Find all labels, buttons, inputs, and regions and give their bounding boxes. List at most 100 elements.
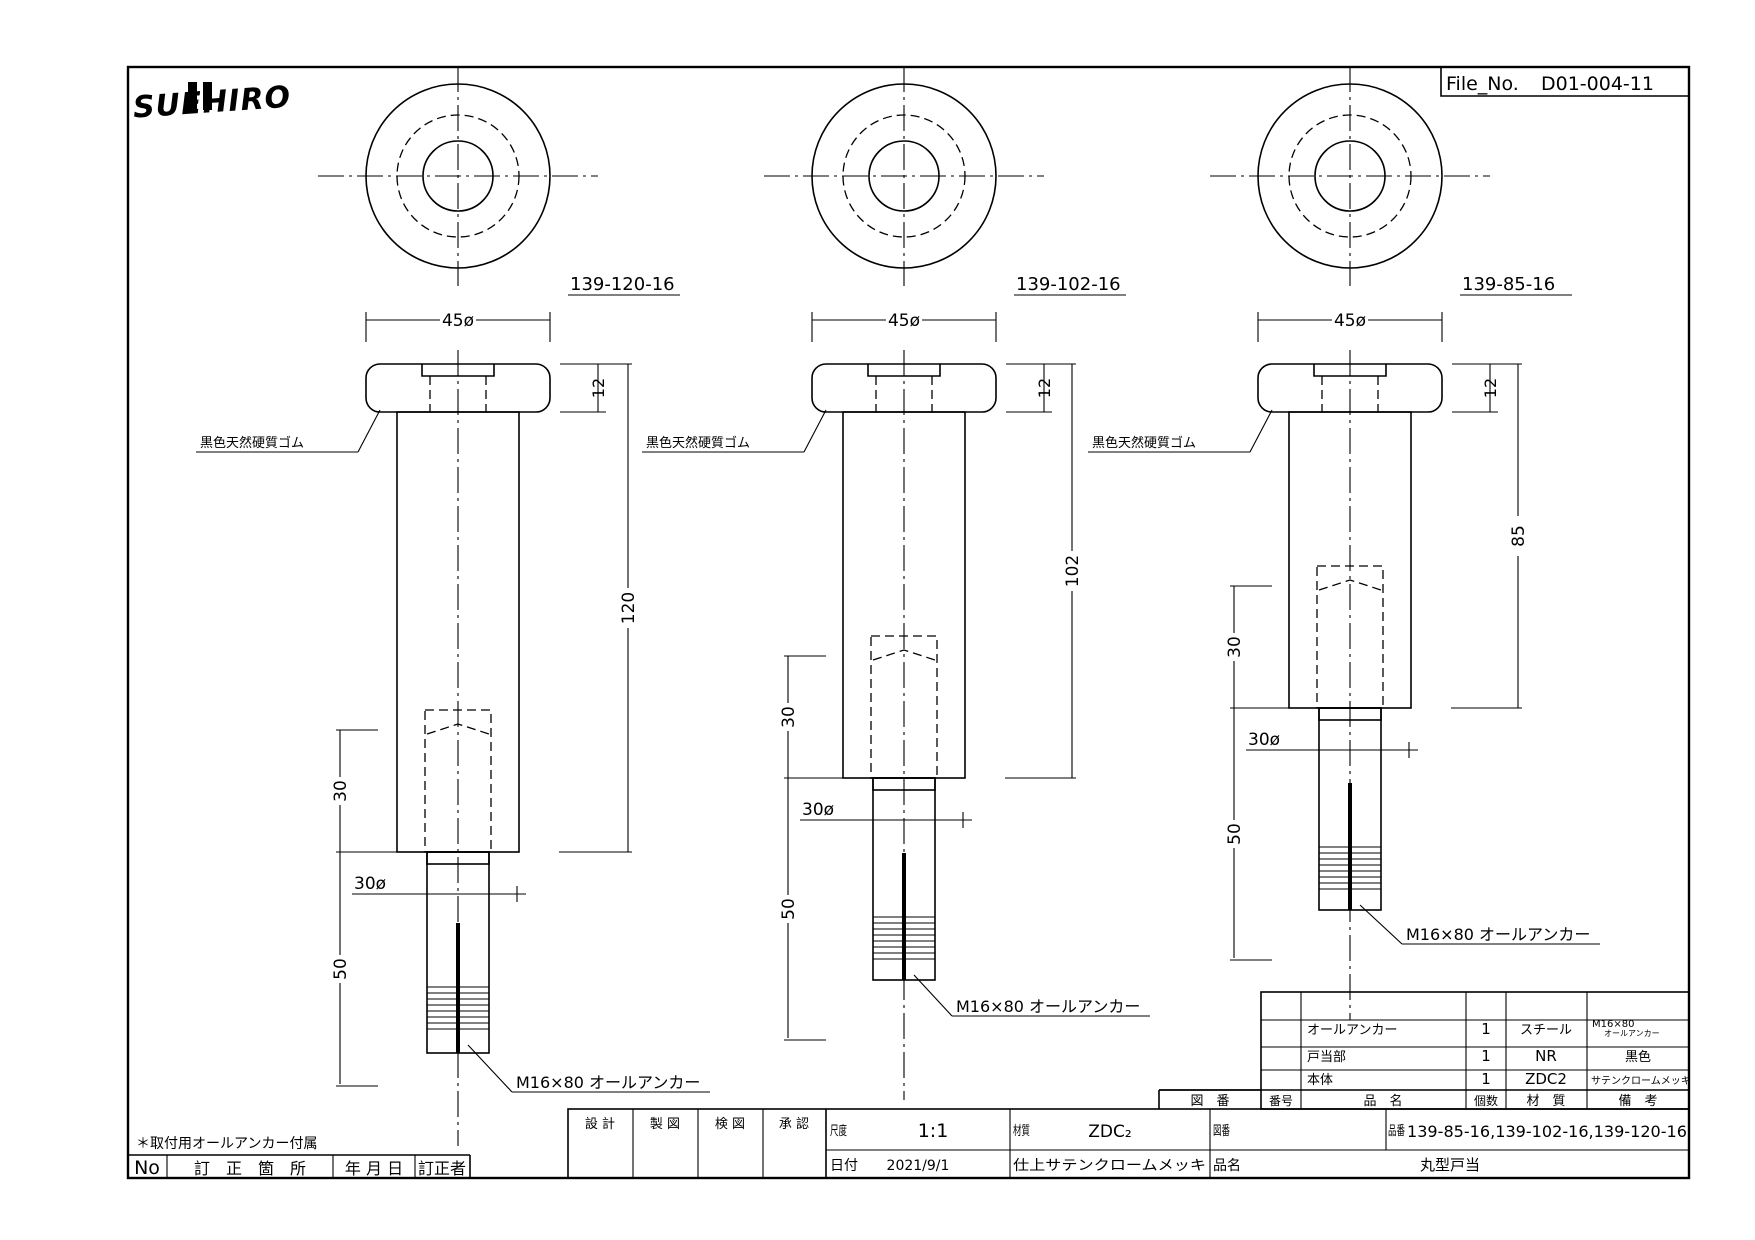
views-group: 139-120-16 45ø 12 120 30 50 30ø 黒色天然硬質ゴム M16×80 … xyxy=(196,66,1600,1146)
row-2-qty: 1 xyxy=(1481,1047,1491,1065)
dim-total-gap xyxy=(1064,551,1080,591)
logo-h-mark-2 xyxy=(203,82,212,110)
rubber-label: 黒色天然硬質ゴム xyxy=(646,435,750,451)
header-item-no: 番号 xyxy=(1269,1094,1293,1108)
dim-total-gap xyxy=(620,588,636,628)
revision-date-label: 年 月 日 xyxy=(345,1159,403,1178)
header-material: 材 質 xyxy=(1526,1094,1565,1109)
view-2: 139-102-16 45ø 12 102 30 50 30ø 黒色天然硬質ゴム M16×80 … xyxy=(642,66,1150,1100)
revision-corrector-label: 訂正者 xyxy=(418,1159,466,1178)
revision-no-label: No xyxy=(134,1157,160,1179)
row-1-material: スチール xyxy=(1520,1023,1572,1038)
row-3-name: 本体 xyxy=(1307,1073,1333,1088)
parts-table: オールアンカー 1 スチール M16×80 オールアンカー 戸当部 1 NR 黒… xyxy=(1158,991,1691,1110)
sheet-border xyxy=(126,65,1691,1180)
dim-12-label: 12 xyxy=(589,378,608,398)
row-1-note-line1: M16×80 xyxy=(1592,1019,1634,1030)
rubber-leader xyxy=(803,409,827,453)
approved-label: 承 認 xyxy=(779,1116,809,1132)
row-3-material: ZDC2 xyxy=(1525,1070,1567,1088)
dim-50-label: 50 xyxy=(779,898,799,920)
date-label: 日付 xyxy=(830,1158,858,1174)
dim-30-gap xyxy=(331,777,345,805)
rubber-leader xyxy=(1249,409,1273,453)
dim-45-label: 45ø xyxy=(1334,311,1366,331)
accessory-note: ＊取付用オールアンカー付属 xyxy=(136,1136,317,1152)
dim-50-gap xyxy=(779,895,793,923)
anchor-label: M16×80 オールアンカー xyxy=(1406,925,1590,944)
file-no-value: D01-004-11 xyxy=(1541,73,1654,95)
dim-50-label: 50 xyxy=(331,958,351,980)
dim-total-gap xyxy=(1510,516,1526,556)
logo: SUEHIRO xyxy=(132,80,292,126)
logo-text: SUEHIRO xyxy=(132,80,292,126)
drawing-no-label: 図番 xyxy=(1213,1124,1230,1139)
date-value: 2021/9/1 xyxy=(887,1158,950,1174)
dim-45-label: 45ø xyxy=(888,311,920,331)
dim-12-label: 12 xyxy=(1481,378,1500,398)
product-name-label: 品名 xyxy=(1213,1158,1241,1174)
product-no-value: 139-85-16,139-102-16,139-120-16 xyxy=(1407,1122,1687,1141)
row-1-name: オールアンカー xyxy=(1307,1023,1397,1038)
dim-45-label: 45ø xyxy=(442,311,474,331)
drawn-label: 製 図 xyxy=(650,1117,680,1132)
anchor-tip-hidden xyxy=(872,649,936,661)
part-number-label: 139-102-16 xyxy=(1016,274,1121,295)
rubber-label: 黒色天然硬質ゴム xyxy=(200,435,304,451)
anchor-leader xyxy=(467,1044,513,1093)
dim-30-gap xyxy=(1225,633,1239,661)
scale-label: 尺度 xyxy=(830,1123,847,1139)
header-name: 品 名 xyxy=(1363,1093,1402,1109)
part-number-label: 139-85-16 xyxy=(1462,274,1555,295)
material-label: 材質 xyxy=(1013,1124,1030,1139)
file-number-box: File_No. D01-004-11 xyxy=(1440,67,1689,97)
rubber-leader xyxy=(357,409,381,453)
header-qty: 個数 xyxy=(1474,1093,1498,1108)
dim-30-label: 30 xyxy=(331,780,351,802)
row-2-name: 戸当部 xyxy=(1307,1050,1346,1065)
dim-30-label: 30 xyxy=(779,706,799,728)
dim-30dia-label: 30ø xyxy=(354,874,386,894)
dim-50-gap xyxy=(331,955,345,983)
anchor-label: M16×80 オールアンカー xyxy=(516,1073,700,1092)
anchor-bolt xyxy=(1348,783,1352,910)
row-2-material: NR xyxy=(1535,1047,1557,1065)
part-number-label: 139-120-16 xyxy=(570,274,675,295)
dim-30-label: 30 xyxy=(1225,636,1245,658)
product-name-value: 丸型戸当 xyxy=(1420,1156,1480,1174)
dim-30dia-label: 30ø xyxy=(802,800,834,820)
revision-place-label: 訂 正 箇 所 xyxy=(194,1159,306,1178)
logo-h-mark xyxy=(188,82,197,110)
dim-total-label: 102 xyxy=(1063,555,1083,587)
finish-value: 仕上サテンクロームメッキ xyxy=(1013,1158,1206,1174)
dim-50-label: 50 xyxy=(1225,823,1245,845)
dim-50-gap xyxy=(1225,820,1239,848)
revision-block: ＊取付用オールアンカー付属 No 訂 正 箇 所 年 月 日 訂正者 xyxy=(128,1136,471,1179)
anchor-leader xyxy=(913,974,953,1017)
header-drawing-no: 図 番 xyxy=(1190,1094,1229,1109)
design-label: 設 計 xyxy=(585,1116,615,1132)
row-3-qty: 1 xyxy=(1481,1070,1491,1088)
dim-30dia-label: 30ø xyxy=(1248,730,1280,750)
dim-12-label: 12 xyxy=(1035,378,1054,398)
view-3: 139-85-16 45ø 12 85 30 50 30ø 黒色天然硬質ゴム M16×80 オー… xyxy=(1088,66,1600,1020)
rubber-label: 黒色天然硬質ゴム xyxy=(1092,435,1196,451)
dim-total-label: 120 xyxy=(619,592,639,624)
anchor-leader xyxy=(1359,904,1403,945)
row-2-note: 黒色 xyxy=(1625,1049,1651,1065)
dim-total-label: 85 xyxy=(1509,525,1529,547)
checked-label: 検 図 xyxy=(715,1117,745,1132)
row-3-note: サテンクロームメッキ xyxy=(1591,1075,1691,1087)
anchor-label: M16×80 オールアンカー xyxy=(956,997,1140,1016)
title-block: 設 計 製 図 検 図 承 認 尺度 1:1 材質 ZDC₂ 図番 品番 139… xyxy=(567,1108,1690,1179)
row-1-note-line2: オールアンカー xyxy=(1604,1029,1660,1038)
product-no-label: 品番 xyxy=(1388,1124,1405,1139)
row-1-qty: 1 xyxy=(1481,1020,1491,1038)
dim-30-gap xyxy=(779,703,793,731)
scale-value: 1:1 xyxy=(918,1120,949,1142)
anchor-tip-hidden xyxy=(1318,579,1382,591)
header-note: 備 考 xyxy=(1618,1093,1657,1109)
view-1: 139-120-16 45ø 12 120 30 50 30ø 黒色天然硬質ゴム M16×80 … xyxy=(196,66,710,1146)
file-no-label: File_No. xyxy=(1446,73,1519,95)
